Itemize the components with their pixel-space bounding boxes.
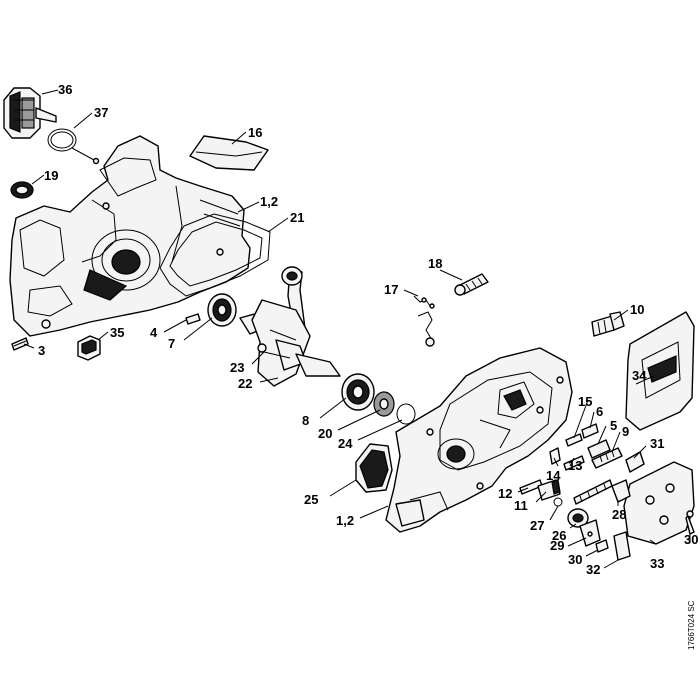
callout-22: 22 [238, 376, 252, 391]
callout-33: 33 [650, 556, 664, 571]
callout-16: 16 [248, 125, 262, 140]
callout-35: 35 [110, 325, 124, 340]
callout-24: 24 [338, 436, 353, 451]
part-26-gear [567, 508, 589, 528]
callout-26: 26 [552, 528, 566, 543]
callout-12: 12 [498, 486, 512, 501]
part-18-pin [454, 273, 489, 296]
part-35-damper [77, 335, 101, 361]
callout-1-2-top: 1,2 [260, 194, 278, 209]
callout-11: 11 [514, 498, 528, 513]
part-22-crankshaft [239, 266, 341, 387]
callout-28: 28 [612, 507, 626, 522]
part-7-bearing [207, 293, 237, 327]
callout-15: 15 [578, 394, 592, 409]
callout-20: 20 [318, 426, 332, 441]
part-15-screw [565, 433, 583, 447]
part-17-lever [413, 295, 435, 347]
part-5-sleeve [587, 439, 611, 459]
callout-32: 32 [586, 562, 600, 577]
callout-30-left: 30 [568, 552, 582, 567]
callout-7: 7 [168, 336, 175, 351]
callout-13: 13 [568, 458, 582, 473]
part-30-screw-left [595, 539, 609, 553]
callout-21: 21 [290, 210, 304, 225]
part-34-cover [625, 311, 695, 431]
part-3-screw [11, 337, 29, 351]
callout-6: 6 [596, 404, 603, 419]
part-8-bearing [341, 373, 375, 411]
part-20-seal [373, 391, 395, 417]
callout-27: 27 [530, 518, 544, 533]
callout-17: 17 [384, 282, 398, 297]
part-24-circlip [396, 403, 416, 425]
callout-37: 37 [94, 105, 108, 120]
part-10-bolt [591, 311, 625, 337]
part-32-slide [613, 531, 631, 561]
callout-1-2-bottom: 1,2 [336, 513, 354, 528]
callout-25: 25 [304, 492, 318, 507]
part-25-av-block [355, 443, 393, 493]
part-13-screw [563, 455, 585, 471]
callout-31: 31 [650, 436, 664, 451]
callout-5: 5 [610, 418, 617, 433]
callout-9: 9 [622, 424, 629, 439]
part-31-clip [625, 451, 645, 473]
part-30-screw-right [685, 510, 695, 535]
part-37-o-ring [47, 128, 100, 165]
crankcase-right-half [385, 347, 573, 533]
leader-lines [23, 89, 691, 569]
part-19-seal [10, 181, 34, 199]
callout-30-right: 30 [684, 532, 698, 547]
callout-10: 10 [630, 302, 644, 317]
part-36-oil-pump [3, 87, 57, 139]
part-33-plate [623, 461, 695, 545]
callout-19: 19 [44, 168, 58, 183]
part-27-washer [553, 497, 563, 507]
callout-29: 29 [550, 538, 564, 553]
part-28-bracket [611, 479, 631, 503]
callout-3: 3 [38, 343, 45, 358]
callout-23: 23 [230, 360, 244, 375]
callout-14: 14 [546, 468, 561, 483]
part-16-plate [189, 135, 269, 171]
drawing-code: 1766T024 SC [687, 600, 696, 650]
callout-8: 8 [302, 413, 309, 428]
part-4-pin [185, 313, 201, 325]
part-9-adjuster [591, 447, 623, 469]
callout-4: 4 [150, 325, 158, 340]
callout-18: 18 [428, 256, 442, 271]
callout-labels: 36 37 16 19 1,2 21 18 17 10 4 35 7 3 23 … [38, 82, 698, 577]
part-6-screw [581, 423, 599, 439]
part-21-gasket [159, 213, 271, 297]
callout-34: 34 [632, 368, 647, 383]
callout-36: 36 [58, 82, 72, 97]
part-14-screw [549, 447, 561, 465]
tensioner-screw [573, 479, 613, 505]
